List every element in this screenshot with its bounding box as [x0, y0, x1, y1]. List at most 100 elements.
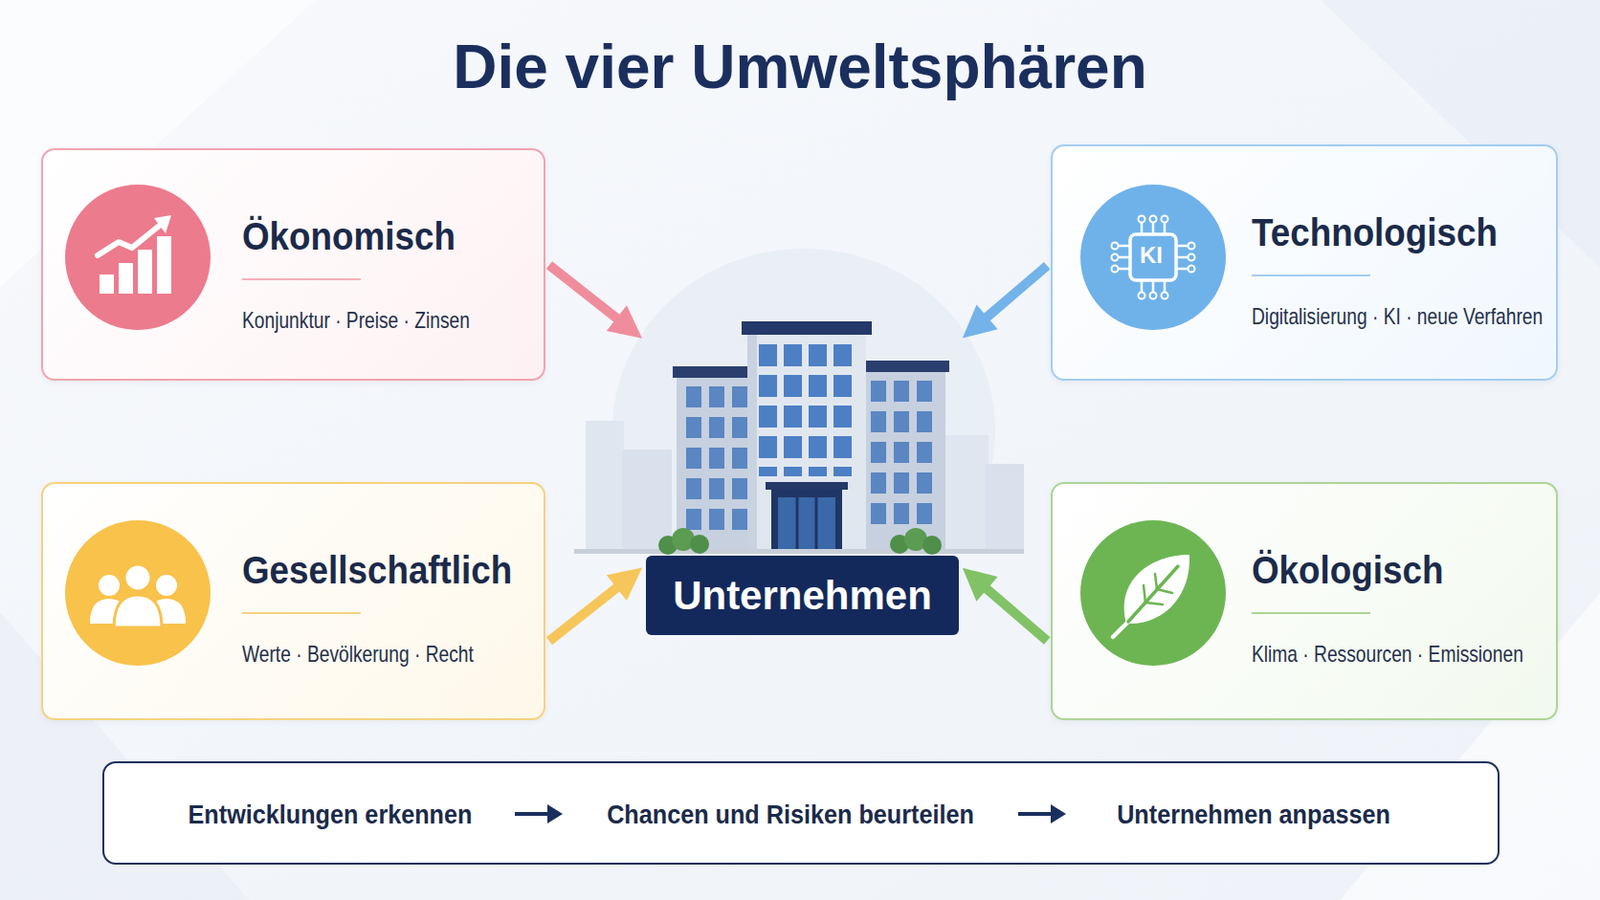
- chart-bar: [137, 249, 153, 294]
- city-silhouette: [622, 449, 672, 552]
- bush: [689, 534, 710, 555]
- chart-bar: [156, 236, 172, 294]
- sphere-icon: [64, 183, 212, 332]
- chart-bar: [99, 274, 114, 294]
- chip-pad: [1150, 292, 1157, 300]
- sphere-box: ÖkonomischKonjunktur · Preise · Zinsen: [41, 148, 546, 381]
- leaf-vein: [1143, 585, 1146, 603]
- chip-pad: [1111, 266, 1119, 273]
- chip-pad: [1188, 254, 1196, 262]
- city-silhouette: [585, 421, 624, 552]
- chip-pad: [1138, 292, 1146, 300]
- chip-pin: [1176, 256, 1188, 260]
- building-canopy: [765, 482, 848, 490]
- leaf-vein: [1155, 574, 1157, 590]
- chip-pad: [1188, 266, 1196, 273]
- leaf-vein: [1156, 589, 1173, 594]
- heading-rule: [242, 612, 361, 615]
- icon-glyph: [1112, 555, 1190, 638]
- influence-arrow: [962, 266, 1047, 339]
- city-silhouette: [985, 464, 1024, 552]
- chip-pin: [1152, 222, 1156, 235]
- person-head: [98, 575, 120, 597]
- trend-head: [154, 215, 172, 234]
- building-glass: [777, 497, 836, 552]
- chip-pad: [1138, 216, 1146, 223]
- sphere-keywords: Konjunktur · Preise · Zinsen: [242, 306, 470, 335]
- building-windows: [758, 344, 857, 477]
- step-text: Unternehmen anpassen: [1046, 799, 1461, 832]
- sphere-keywords: Klima · Ressourcen · Emissionen: [1251, 640, 1524, 669]
- chip-pin: [1118, 256, 1131, 260]
- sphere-heading: Technologisch: [1251, 209, 1498, 256]
- building-roof: [857, 360, 950, 373]
- icon-disc: [1080, 520, 1226, 667]
- leaf-vein: [1128, 566, 1178, 623]
- icon-disc: [65, 520, 211, 667]
- chip-pin: [1176, 267, 1188, 271]
- building-shade: [747, 331, 757, 552]
- chip-pad: [1111, 243, 1119, 250]
- step-text: Entwicklungen erkennen: [123, 799, 537, 832]
- chip-pin: [1118, 244, 1131, 248]
- sphere-keywords: Digitalisierung · KI · neue Verfahren: [1251, 302, 1543, 332]
- chip-pad: [1161, 292, 1169, 300]
- chip-pad: [1161, 216, 1169, 223]
- icon-glyph: [1111, 216, 1196, 300]
- diagram-title: Die vier Umweltsphären: [0, 30, 1600, 104]
- city-silhouette: [945, 435, 989, 552]
- icon-glyph: [89, 564, 186, 628]
- icon-glyph: [97, 215, 172, 294]
- chip-pad: [1111, 254, 1119, 262]
- arrow-shaft: [549, 265, 619, 320]
- arrow-head: [962, 304, 999, 338]
- building-wing: [861, 369, 946, 552]
- trend-line: [97, 222, 163, 256]
- chip-pin: [1140, 280, 1144, 292]
- chart-bar: [118, 263, 134, 294]
- sphere-box: ÖkologischKlima · Ressourcen · Emissione…: [1050, 482, 1558, 721]
- chip-pin: [1163, 280, 1167, 292]
- step-text: Chancen und Risiken beurteilen: [583, 799, 998, 832]
- heading-rule: [242, 278, 361, 281]
- step-arrow-head: [1050, 804, 1067, 824]
- building-windows: [870, 380, 940, 525]
- sphere-heading: Ökologisch: [1251, 547, 1444, 594]
- heading-rule: [1251, 612, 1371, 615]
- sphere-heading: Ökonomisch: [242, 213, 456, 260]
- sphere-heading: Gesellschaftlich: [242, 547, 512, 594]
- step-arrow-head: [547, 804, 563, 824]
- sphere-box: GesellschaftlichWerte · Bevölkerung · Re…: [41, 482, 546, 721]
- chip-pin: [1152, 280, 1156, 292]
- bush: [922, 535, 942, 556]
- icon-disc: [65, 184, 211, 331]
- sphere-box: TechnologischDigitalisierung · KI · neue…: [1050, 144, 1558, 381]
- arrow-head: [962, 568, 999, 602]
- arrow-shaft: [985, 588, 1047, 642]
- chip-pad: [1188, 243, 1196, 250]
- chip-pad: [1150, 216, 1157, 223]
- influence-arrow: [962, 568, 1047, 642]
- entrance-frame: [815, 497, 819, 552]
- person-head: [155, 575, 178, 597]
- person-head: [124, 564, 152, 592]
- chip-pin: [1140, 222, 1144, 235]
- company-box: Unternehmen: [645, 315, 959, 636]
- step-arrow-shaft: [514, 812, 552, 817]
- icon-label: KI: [1122, 241, 1180, 270]
- arrow-shaft: [985, 266, 1047, 319]
- arrow-head: [606, 568, 643, 601]
- leaf-vein: [1145, 602, 1163, 605]
- sphere-keywords: Werte · Bevölkerung · Recht: [242, 640, 474, 669]
- chip-pin: [1163, 222, 1167, 235]
- chip-pin: [1176, 244, 1188, 248]
- ground-line: [574, 549, 1024, 555]
- heading-rule: [1251, 274, 1371, 277]
- company-label: Unternehmen: [645, 555, 959, 636]
- leaf-shape: [1124, 555, 1190, 624]
- influence-arrow: [549, 265, 643, 338]
- leaf-stem: [1112, 622, 1129, 638]
